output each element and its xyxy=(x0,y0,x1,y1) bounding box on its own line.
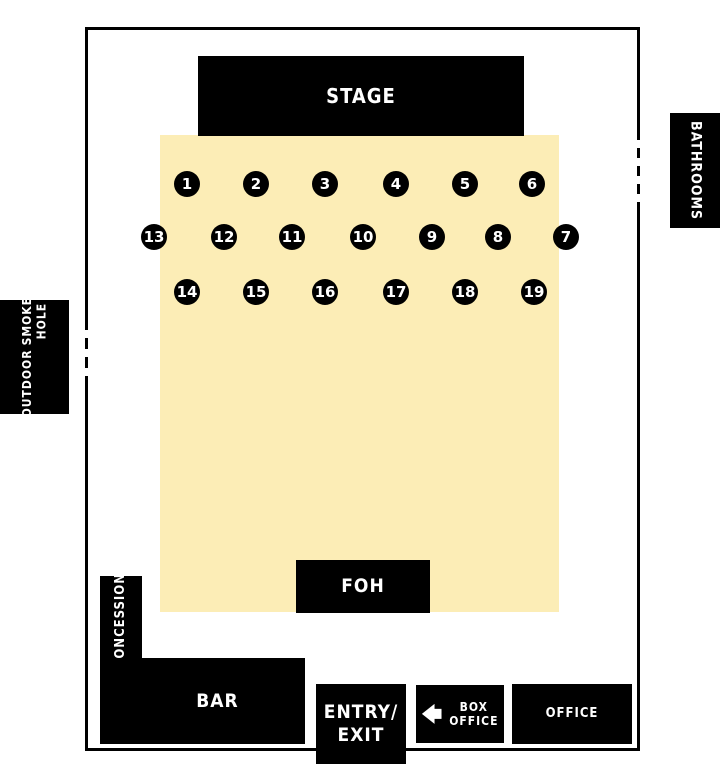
outdoor-smoke-hole: OUTDOOR SMOKE HOLE xyxy=(0,296,69,418)
table-marker-13[interactable]: 13 xyxy=(141,224,167,250)
concession: CONCESSION xyxy=(100,573,142,669)
table-marker-8[interactable]: 8 xyxy=(485,224,511,250)
table-marker-18[interactable]: 18 xyxy=(452,279,478,305)
smoke-hole-label-line2: SMOKE HOLE xyxy=(20,296,49,346)
box-office: 🡄 BOX OFFICE xyxy=(416,685,504,743)
table-marker-16[interactable]: 16 xyxy=(312,279,338,305)
table-marker-11[interactable]: 11 xyxy=(279,224,305,250)
entry-label-line1: ENTRY/ xyxy=(323,701,399,724)
bathroom-doorway xyxy=(636,158,641,166)
smoke-hole-doorway xyxy=(84,368,89,376)
wall-top xyxy=(85,27,640,30)
table-marker-19[interactable]: 19 xyxy=(521,279,547,305)
foh-label: FOH xyxy=(341,575,385,598)
arrow-left-icon: 🡄 xyxy=(421,702,444,726)
table-marker-15[interactable]: 15 xyxy=(243,279,269,305)
table-marker-10[interactable]: 10 xyxy=(350,224,376,250)
table-marker-4[interactable]: 4 xyxy=(383,171,409,197)
bar: BAR xyxy=(100,658,305,744)
bathrooms-label: BATHROOMS xyxy=(687,120,704,221)
bar-label: BAR xyxy=(196,689,239,712)
smoke-hole-doorway xyxy=(84,330,89,338)
wall-right xyxy=(637,27,640,751)
table-marker-12[interactable]: 12 xyxy=(211,224,237,250)
foh-booth: FOH xyxy=(296,560,430,613)
table-marker-2[interactable]: 2 xyxy=(243,171,269,197)
table-marker-7[interactable]: 7 xyxy=(553,224,579,250)
smoke-hole-label-line1: OUTDOOR xyxy=(20,349,35,418)
bathroom-doorway xyxy=(636,140,641,148)
bathroom-doorway xyxy=(636,176,641,184)
entry-label-line2: EXIT xyxy=(337,724,385,746)
smoke-hole-doorway xyxy=(84,349,89,357)
box-office-label-line2: OFFICE xyxy=(449,714,499,728)
bathrooms: BATHROOMS xyxy=(670,113,720,228)
concession-label: CONCESSION xyxy=(113,573,129,669)
wall-left xyxy=(85,27,88,751)
table-marker-6[interactable]: 6 xyxy=(519,171,545,197)
bathroom-doorway xyxy=(636,194,641,202)
table-marker-14[interactable]: 14 xyxy=(174,279,200,305)
table-marker-9[interactable]: 9 xyxy=(419,224,445,250)
table-marker-5[interactable]: 5 xyxy=(452,171,478,197)
office-label: OFFICE xyxy=(545,706,599,722)
audience-floor xyxy=(160,135,559,612)
table-marker-17[interactable]: 17 xyxy=(383,279,409,305)
table-marker-3[interactable]: 3 xyxy=(312,171,338,197)
stage: STAGE xyxy=(198,56,524,136)
box-office-label-line1: BOX xyxy=(459,699,488,714)
stage-label: STAGE xyxy=(326,84,396,108)
table-marker-1[interactable]: 1 xyxy=(174,171,200,197)
entry-exit: ENTRY/ EXIT xyxy=(316,684,406,764)
office: OFFICE xyxy=(512,684,632,744)
